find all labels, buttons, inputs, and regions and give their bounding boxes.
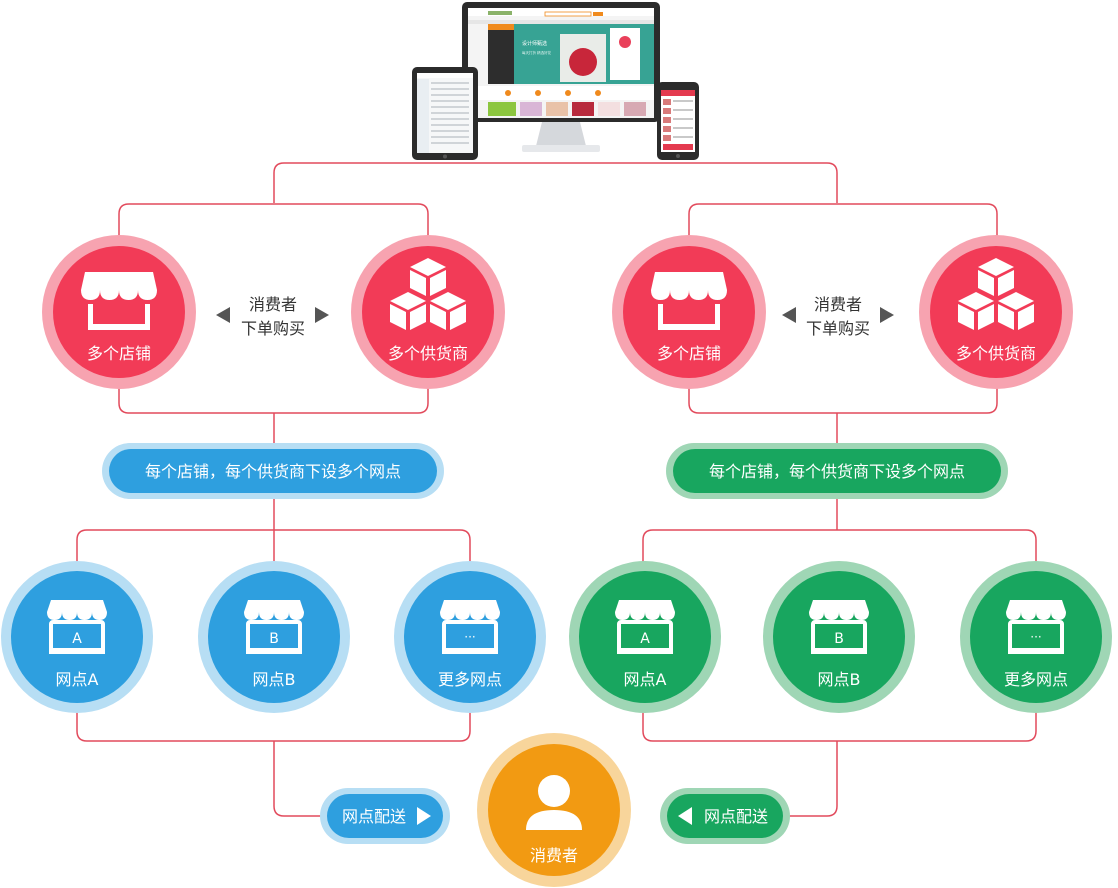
left-delivery-line — [273, 741, 324, 817]
purchase-line2: 下单购买 — [806, 319, 870, 338]
top-connector — [273, 162, 838, 203]
arrow-left-icon — [782, 307, 796, 323]
right-supplier-label: 多个供货商 — [956, 344, 1036, 363]
right-nodes-bottom-bracket — [642, 710, 1037, 742]
right-delivery-line — [787, 741, 838, 817]
node-mark: A — [72, 631, 82, 647]
node-label: 网点A — [624, 670, 667, 689]
node-label: 更多网点 — [438, 670, 502, 689]
arrow-right-icon — [880, 307, 894, 323]
purchase-line2: 下单购买 — [241, 319, 305, 338]
left-nodes-bottom-bracket — [76, 710, 471, 742]
node-label: 网点B — [253, 670, 296, 689]
node-mark: B — [834, 631, 844, 647]
left-top-bracket — [118, 203, 429, 240]
desktop-monitor: 设计师甄选 每天打折 精选好花 — [462, 2, 660, 152]
left-node-a: A 网点A — [1, 561, 153, 713]
connector-lines — [76, 162, 1037, 817]
left-bottom-bracket — [118, 385, 429, 414]
right-supplier-circle: 多个供货商 — [919, 235, 1073, 389]
node-label: 网点B — [818, 670, 861, 689]
person-icon — [526, 775, 582, 830]
right-node-a: A 网点A — [569, 561, 721, 713]
node-mark: A — [640, 631, 650, 647]
right-nodes-top-bracket — [642, 529, 1037, 565]
left-supplier-circle: 多个供货商 — [351, 235, 505, 389]
right-top-bracket — [688, 203, 998, 240]
purchase-line1: 消费者 — [249, 295, 297, 314]
right-store-circle: 多个店铺 — [612, 235, 766, 389]
tablet-device — [412, 67, 478, 160]
right-node-more: ··· 更多网点 — [960, 561, 1112, 713]
left-store-circle: 多个店铺 — [42, 235, 196, 389]
node-label: 更多网点 — [1004, 670, 1068, 689]
arrow-left-icon — [216, 307, 230, 323]
left-node-b: B 网点B — [198, 561, 350, 713]
right-purchase-flow: 消费者 下单购买 — [782, 295, 894, 338]
right-delivery-pill: 网点配送 — [660, 788, 790, 844]
left-banner-text: 每个店铺，每个供货商下设多个网点 — [145, 462, 401, 481]
right-banner-text: 每个店铺，每个供货商下设多个网点 — [709, 462, 965, 481]
play-left-icon — [678, 807, 692, 825]
banner-subtitle: 每天打折 精选好花 — [522, 50, 552, 55]
right-banner: 每个店铺，每个供货商下设多个网点 — [666, 443, 1008, 499]
left-store-label: 多个店铺 — [87, 344, 151, 363]
left-banner: 每个店铺，每个供货商下设多个网点 — [102, 443, 444, 499]
left-node-more: ··· 更多网点 — [394, 561, 546, 713]
consumer-label: 消费者 — [530, 846, 578, 865]
node-label: 网点A — [56, 670, 99, 689]
left-delivery-pill: 网点配送 — [320, 788, 450, 844]
arrow-right-icon — [315, 307, 329, 323]
consumer-circle: 消费者 — [477, 733, 631, 887]
purchase-line1: 消费者 — [814, 295, 862, 314]
right-node-b: B 网点B — [763, 561, 915, 713]
right-store-label: 多个店铺 — [657, 344, 721, 363]
node-mark: ··· — [464, 630, 475, 644]
delivery-label: 网点配送 — [342, 807, 406, 826]
node-mark: B — [269, 631, 279, 647]
play-right-icon — [417, 807, 431, 825]
delivery-label: 网点配送 — [704, 807, 768, 826]
phone-device — [657, 82, 699, 160]
left-purchase-flow: 消费者 下单购买 — [216, 295, 329, 338]
left-supplier-label: 多个供货商 — [388, 344, 468, 363]
banner-title: 设计师甄选 — [522, 40, 547, 47]
node-mark: ··· — [1030, 630, 1041, 644]
devices-illustration: 设计师甄选 每天打折 精选好花 — [412, 2, 699, 160]
right-bottom-bracket — [688, 385, 998, 414]
